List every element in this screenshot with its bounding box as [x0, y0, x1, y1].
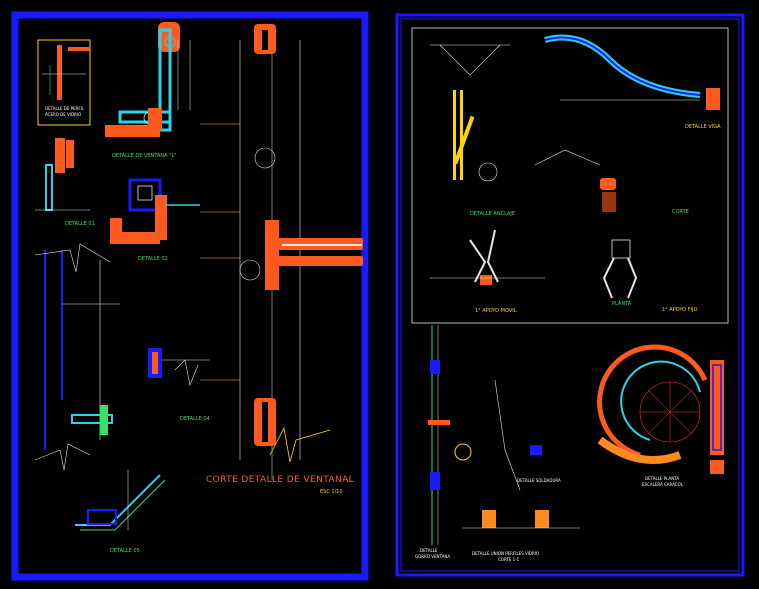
corte-detalle-ventanal: CORTE DETALLE DE VENTANAL ESC 1/10	[200, 24, 363, 495]
detalle-02: DETALLE 02	[110, 178, 200, 262]
detalle-gorro-label: DETALLE	[420, 548, 438, 553]
apoyo-fijo: PLANTA 1° APOYO FIJO	[602, 239, 697, 313]
detalle-escalera: DETALLE PLANTA ESCALERA CARACOL	[597, 344, 724, 487]
corte-title: CORTE DETALLE DE VENTANAL	[206, 475, 354, 485]
corte-detail: CORTE	[534, 149, 689, 215]
detalle-04-label: DETALLE 04	[180, 416, 210, 422]
svg-text:GORRO VENTANA: GORRO VENTANA	[415, 554, 450, 559]
detalle-05-label: DETALLE 05	[110, 548, 140, 554]
elevation-left	[34, 243, 120, 471]
corte-scale: ESC 1/10	[320, 489, 343, 495]
svg-text:ESCALERA CARACOL: ESCALERA CARACOL	[642, 482, 684, 487]
detalle-05: DETALLE 05	[75, 470, 166, 554]
detalle-union: DETALLE UNION PERFILES VIDRIO CORTE 1-1	[462, 510, 580, 562]
apoyo-fijo-label: 1° APOYO FIJO	[662, 307, 697, 313]
detalle-01: DETALLE 01	[35, 138, 95, 227]
detail-frame-vidrio	[37, 39, 91, 126]
detalle-soldadura: DETALLE SOLDADURA	[454, 379, 561, 491]
planta-label: PLANTA	[612, 301, 632, 307]
detalle-02-label: DETALLE 02	[138, 256, 168, 262]
detalle-cercha	[430, 44, 510, 76]
detalle-viga: DETALLE VIGA	[544, 34, 721, 130]
detalle-anclaje-label: DETALLE ANCLAJE	[470, 211, 515, 217]
apoyo-movil-label: 1° APOYO MOVIL	[475, 308, 517, 314]
right-sheet-border	[395, 13, 745, 577]
ventana-l-detail: DETALLE DE VENTANA "L"	[105, 22, 191, 159]
detalle-anclaje: DETALLE ANCLAJE	[453, 90, 515, 217]
detalle-union-label: DETALLE UNION PERFILES VIDRIO	[472, 551, 539, 556]
upper-drawing-frame	[411, 27, 729, 324]
left-sheet-border	[11, 11, 369, 581]
detalle-soldadura-label: DETALLE SOLDADURA	[517, 478, 561, 483]
detalle-escalera-label: DETALLE PLANTA	[645, 476, 679, 481]
detalle-gorro: DETALLE GORRO VENTANA	[415, 325, 450, 559]
detalle-vidrio-label: DETALLE DE PERFIL	[45, 106, 85, 111]
corte-label: CORTE	[672, 209, 689, 215]
apoyo-movil: 1° APOYO MOVIL	[430, 229, 545, 314]
left-sheet: DETALLE DE PERFIL ACERO DE VIDRIO DETALL…	[11, 11, 369, 581]
detalle-04: DETALLE 04	[148, 348, 210, 422]
svg-text:ACERO DE VIDRIO: ACERO DE VIDRIO	[45, 112, 81, 117]
detalle-ventana-l-label: DETALLE DE VENTANA "L"	[112, 153, 177, 159]
right-sheet: DETALLE VIGA DETALLE ANCLAJE CORTE	[395, 13, 745, 577]
detalle-01-label: DETALLE 01	[65, 221, 95, 227]
detalle-viga-label: DETALLE VIGA	[685, 124, 721, 130]
svg-text:CORTE 1-1: CORTE 1-1	[498, 557, 520, 562]
